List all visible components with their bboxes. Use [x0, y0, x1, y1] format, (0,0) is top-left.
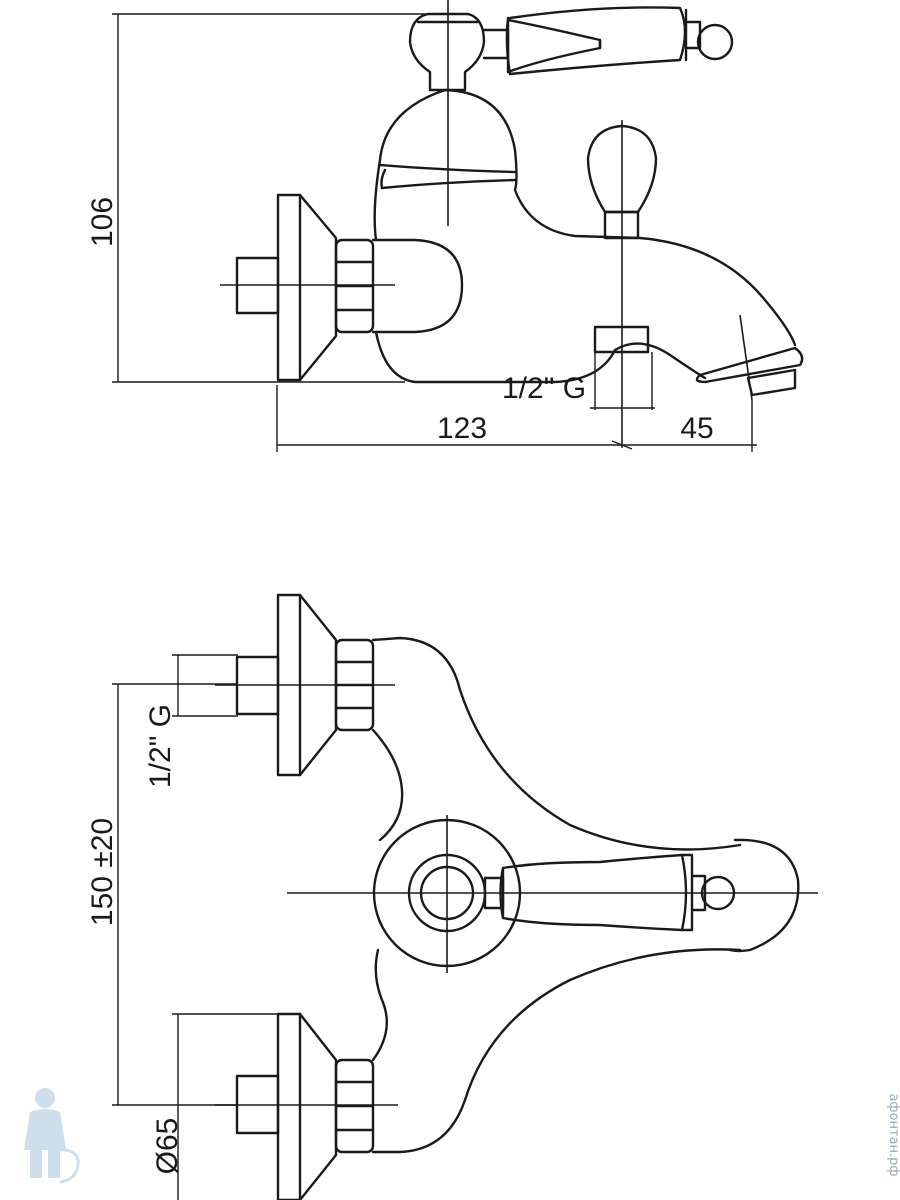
side-hex-nut [334, 238, 375, 334]
dim-45-label: 45 [680, 412, 713, 445]
dim-150-label: 150 ±20 [86, 818, 119, 926]
top-view: 1/2" G 150 ±20 Ø65 [86, 593, 818, 1200]
side-bottom-outlet: 1/2" G [502, 325, 655, 410]
side-body [373, 158, 707, 384]
top-upper-flange [215, 593, 395, 777]
side-view: 106 [86, 0, 804, 452]
watermark: афонтан.рф [24, 1088, 900, 1184]
dim-106-label: 106 [86, 197, 119, 247]
dim-123-45: 123 45 [276, 385, 757, 452]
dim-d65-label: Ø65 [151, 1118, 184, 1175]
top-center-ring [287, 815, 818, 973]
dim-106: 106 [86, 13, 470, 383]
side-lever-handle [408, 0, 734, 226]
top-thread-label: 1/2" G [144, 704, 177, 788]
dim-half-inch-top: 1/2" G [144, 654, 238, 788]
top-lever-handle [483, 838, 800, 953]
side-spout-outlet [695, 314, 804, 401]
side-diverter-knob [586, 120, 658, 448]
side-connector [371, 238, 464, 334]
watermark-text: афонтан.рф [886, 1093, 900, 1176]
side-thread-label: 1/2" G [502, 372, 586, 405]
dim-123-label: 123 [437, 412, 487, 445]
plumber-logo [24, 1088, 80, 1184]
dim-150: 150 ±20 [86, 683, 238, 1106]
top-lower-flange [215, 1012, 398, 1200]
side-wall-flange [276, 193, 338, 382]
top-body [371, 636, 742, 1154]
dim-d65: Ø65 [151, 1013, 280, 1200]
